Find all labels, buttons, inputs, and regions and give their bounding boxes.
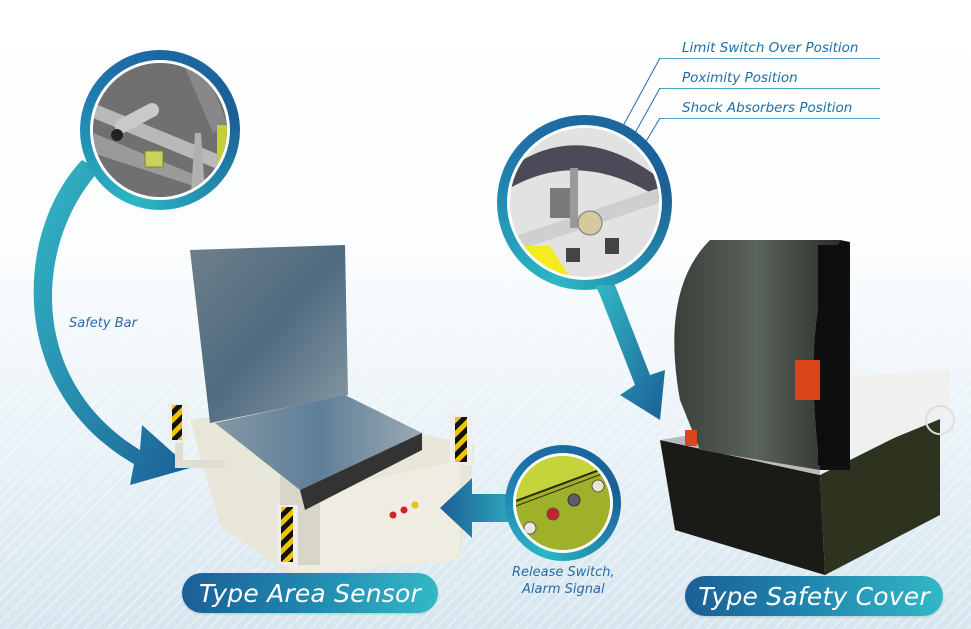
release-switch-label-line1: Release Switch, <box>512 565 615 580</box>
type-safety-cover-pill: Type Safety Cover <box>685 576 943 616</box>
safety-cover-detail-image <box>510 128 659 277</box>
safety-bar-label: Safety Bar <box>69 316 137 331</box>
arrow-to-safety-cover <box>595 285 665 420</box>
curved-arrow-safety-bar <box>33 160 190 485</box>
callout-rule-3 <box>660 118 880 119</box>
type-area-sensor-pill: Type Area Sensor <box>182 573 438 613</box>
detail-lens-safety-bar <box>80 50 240 210</box>
safety-bar-detail-image <box>93 63 227 197</box>
shock-absorbers-label: Shock Absorbers Position <box>682 100 853 116</box>
release-switch-label-line2: Alarm Signal <box>522 582 605 597</box>
limit-switch-label: Limit Switch Over Position <box>682 40 859 56</box>
release-switch-label: Release Switch, Alarm Signal <box>512 564 615 598</box>
area-sensor-machine-image <box>168 245 475 575</box>
detail-lens-release-switch <box>505 445 621 561</box>
proximity-label: Poximity Position <box>682 70 798 86</box>
release-switch-detail-image <box>516 456 610 550</box>
callout-rule-1 <box>660 58 880 59</box>
safety-cover-machine-image <box>660 240 955 575</box>
callout-rule-2 <box>660 88 880 89</box>
detail-lens-safety-cover <box>497 115 672 290</box>
arrow-to-area-sensor <box>440 478 530 538</box>
